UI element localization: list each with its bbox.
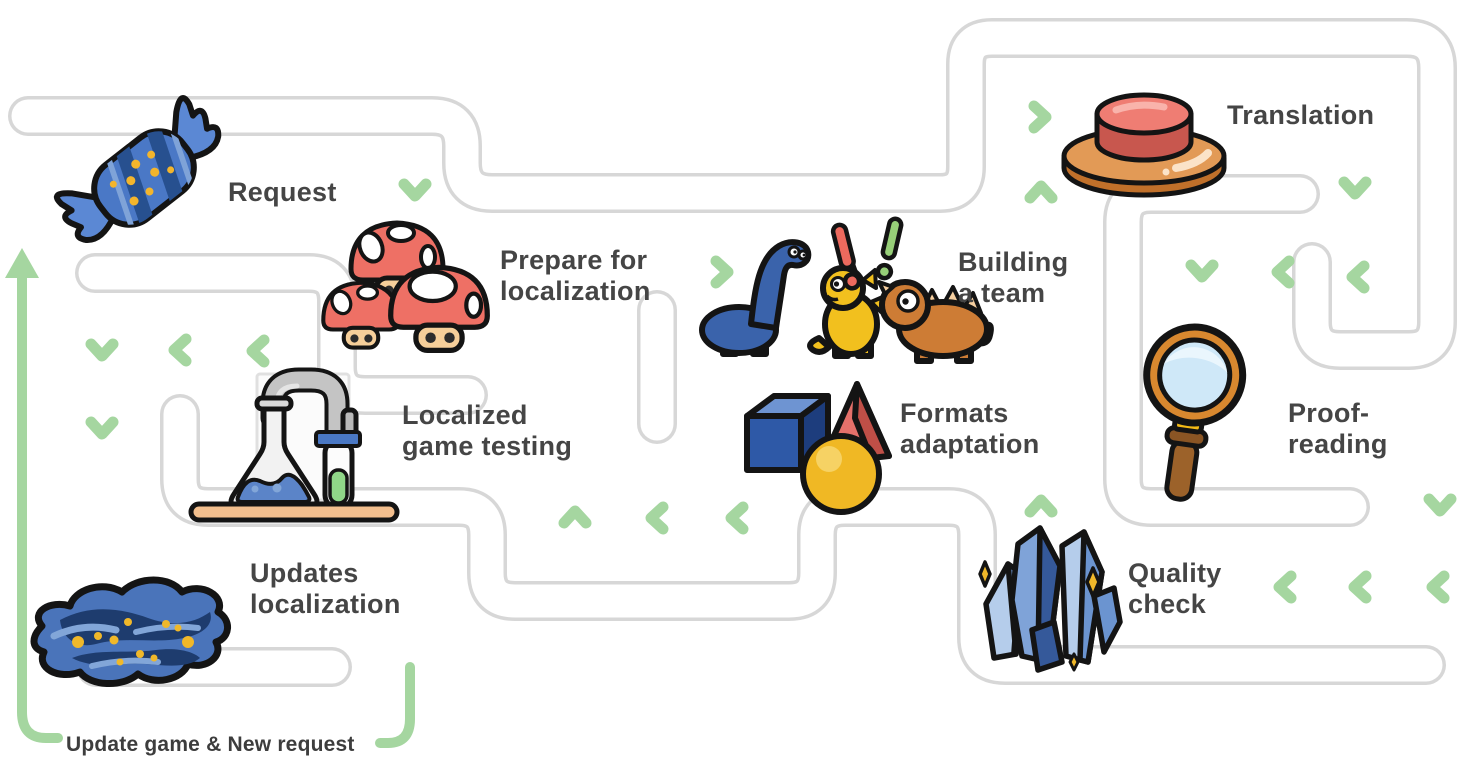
stage-label-line: game testing (402, 431, 573, 461)
stage-label-localized-game-testing: Localized game testing (402, 400, 572, 462)
chevron-right-icon (710, 255, 734, 289)
stage-label-line: Translation (1227, 100, 1375, 130)
chemistry-lab-icon (188, 367, 400, 523)
geometric-shapes-icon (744, 381, 892, 515)
fabric-icon (30, 576, 231, 688)
stage-label-proof-reading: Proof- reading (1288, 398, 1388, 460)
stage-label-line: Prepare for (500, 245, 648, 275)
chevron-left-icon (1271, 255, 1295, 289)
chevron-down-icon (1338, 176, 1372, 200)
chevron-left-icon (1426, 570, 1450, 604)
chevron-left-icon (1273, 570, 1297, 604)
loop-arrow-up (5, 248, 63, 743)
loop-bracket (375, 662, 415, 748)
red-button-icon (1061, 92, 1227, 198)
mushrooms-icon (321, 220, 490, 353)
stage-label-building-a-team: Building a team (958, 247, 1068, 309)
stage-label-line: Localized (402, 400, 528, 430)
stage-label-line: a team (958, 278, 1046, 308)
stage-label-line: adaptation (900, 429, 1040, 459)
stage-label-line: Request (228, 177, 337, 207)
stage-label-quality-check: Quality check (1128, 558, 1222, 620)
stage-label-line: Updates (250, 558, 359, 588)
chevron-left-icon (246, 334, 270, 368)
chevron-down-icon (85, 416, 119, 440)
stage-label-request: Request (228, 177, 337, 208)
stage-label-line: Proof- (1288, 398, 1370, 428)
crystals-icon (978, 525, 1123, 673)
chevron-left-icon (725, 501, 749, 535)
stage-label-line: Quality (1128, 558, 1222, 588)
chevron-down-icon (85, 338, 119, 362)
chevron-up-icon (1024, 180, 1058, 204)
chevron-up-icon (558, 505, 592, 529)
stage-label-updates-localization: Updates localization (250, 558, 401, 620)
stage-label-line: Building (958, 247, 1069, 277)
chevron-left-icon (168, 333, 192, 367)
chevron-down-icon (1423, 493, 1457, 517)
chevron-right-icon (1028, 100, 1052, 134)
stage-label-line: check (1128, 589, 1207, 619)
stage-label-line: Formats (900, 398, 1009, 428)
chevron-down-icon (1185, 259, 1219, 283)
stage-label-formats-adaptation: Formats adaptation (900, 398, 1040, 460)
magnifying-glass-icon (1143, 323, 1247, 502)
stage-label-line: localization (500, 276, 651, 306)
stage-label-line: reading (1288, 429, 1388, 459)
stage-label-prepare-for-localization: Prepare for localization (500, 245, 651, 307)
arrowhead-up-icon (5, 248, 39, 278)
loop-label: Update game & New request (66, 733, 355, 756)
dinosaurs-icon (699, 216, 994, 364)
chevron-up-icon (1024, 494, 1058, 518)
stage-label-line: localization (250, 589, 401, 619)
stage-label-translation: Translation (1227, 100, 1374, 131)
candy-icon (53, 95, 222, 243)
chevron-left-icon (1348, 570, 1372, 604)
chevron-left-icon (1346, 260, 1370, 294)
chevron-left-icon (645, 501, 669, 535)
chevron-down-icon (398, 178, 432, 202)
